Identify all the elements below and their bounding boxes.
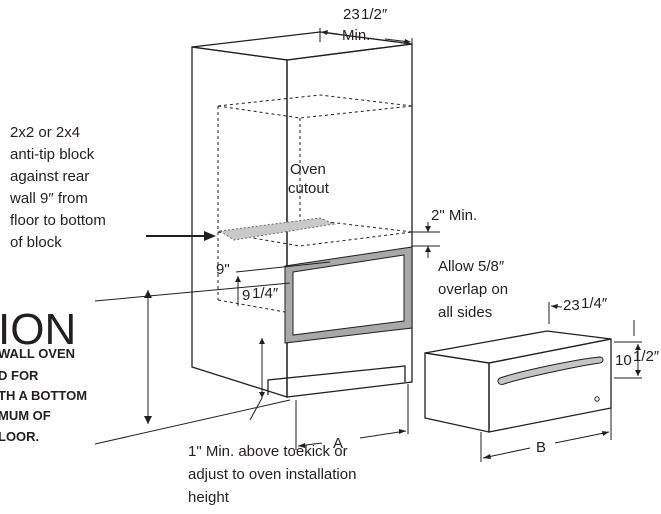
dim-drawer-width-fraction: 1/4″ [581, 295, 608, 312]
dim-drawer-height-value: 10 [615, 352, 632, 369]
anti-tip-note-line: of block [10, 234, 62, 251]
toekick-note-line: adjust to oven installation [188, 466, 356, 483]
anti-tip-note-line: anti-tip block [10, 146, 95, 163]
dim-top-width-min: Min. [342, 27, 370, 44]
oven-cutout-label-line-2: cutout [288, 180, 330, 197]
caution-block: ION WALL OVEN D FOR TH A BOTTOM MUM OF L… [0, 305, 87, 444]
dim-nine-quarter-fraction: 1/4″ [252, 285, 279, 302]
caution-line: D FOR [0, 368, 39, 383]
dim-drawer-width-value: 23 [563, 297, 580, 314]
drawer-indicator-light [594, 396, 600, 402]
cabinet [191, 31, 413, 398]
dimension-lines [94, 28, 642, 462]
caution-line: TH A BOTTOM [0, 388, 87, 403]
anti-tip-note-line: against rear [10, 168, 89, 185]
overlap-note-line: Allow 5/8″ [438, 258, 505, 275]
anti-tip-note: 2x2 or 2x4 anti-tip block against rear w… [9, 124, 106, 251]
dim-nine-inch: 9" [216, 261, 230, 278]
dim-top-width-value: 23 [343, 6, 360, 23]
caution-heading: ION [0, 305, 76, 354]
toekick-note-line: height [188, 489, 230, 506]
oven-frame [284, 246, 413, 344]
oven-cutout-label-line-1: Oven [290, 161, 326, 178]
caution-line: MUM OF [0, 408, 51, 423]
overlap-note-line: overlap on [438, 281, 508, 298]
dim-drawer-height-fraction: 1/2″ [633, 348, 660, 365]
toekick-note-line: 1" Min. above toekick or [188, 443, 348, 460]
toekick-note: 1" Min. above toekick or adjust to oven … [188, 443, 356, 506]
overlap-note-line: all sides [438, 304, 492, 321]
overlap-note: Allow 5/8″ overlap on all sides [438, 258, 508, 321]
dim-top-width-fraction: 1/2″ [361, 6, 388, 23]
dim-b-label: B [536, 439, 546, 456]
drawer-handle [497, 356, 604, 385]
caution-line: LOOR. [0, 429, 39, 444]
anti-tip-note-line: 2x2 or 2x4 [10, 124, 80, 141]
anti-tip-block [218, 217, 336, 241]
dim-nine-quarter-value: 9 [242, 287, 250, 304]
two-inch-min-label: 2" Min. [431, 207, 477, 224]
anti-tip-note-line: wall 9″ from [9, 190, 88, 207]
warming-drawer [424, 330, 612, 433]
anti-tip-note-line: floor to bottom [10, 212, 106, 229]
caution-line: WALL OVEN [0, 346, 75, 361]
dim-a-label: A [333, 435, 343, 452]
